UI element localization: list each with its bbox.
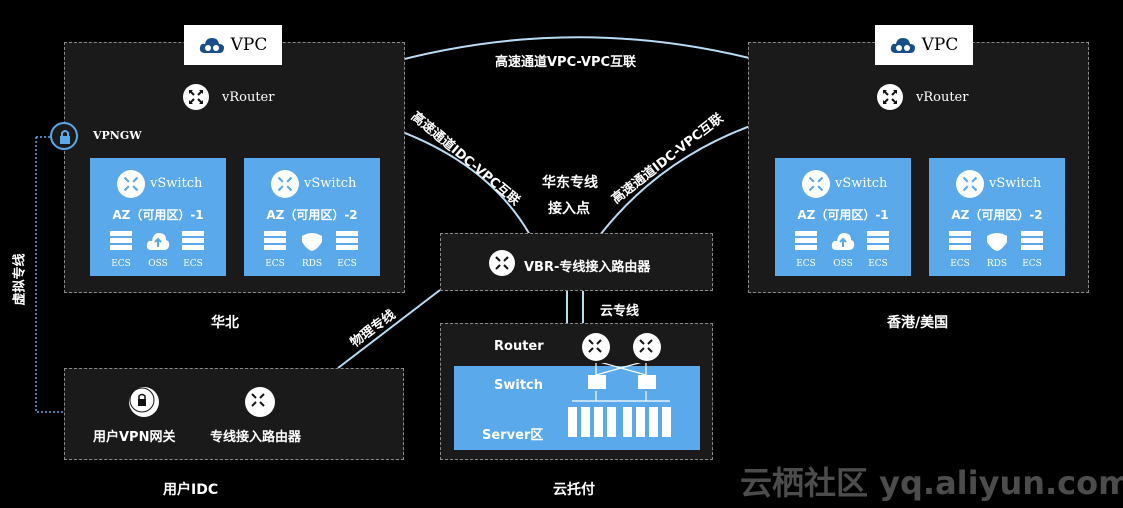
access-point-label-1: 华东专线 [542,175,598,191]
oss-cloud-icon [831,233,855,250]
router-icon [489,250,515,276]
router-icon [877,84,903,110]
vswitch-label: vSwitch [989,176,1042,191]
hosting-name: 云托付 [553,482,595,498]
idc-name: 用户IDC [163,482,219,498]
az-name: AZ（可用区）-2 [951,208,1043,222]
right-vrouter-label: vRouter [916,90,969,105]
rds-device: RDS [297,230,327,269]
az-name: AZ（可用区）-1 [797,208,889,222]
device-label: OSS [148,259,168,269]
right-az-1: vSwitch AZ（可用区）-1 ECS OSS ECS [775,158,911,276]
ecs-device: ECS [332,230,362,269]
router-icon [582,333,610,361]
vpn-gateway-icon [129,387,159,417]
idc-router-label: 专线接入路由器 [210,430,302,445]
server-icon [182,231,204,250]
watermark: 云栖社区 yq.aliyun.com [740,464,1123,502]
cloud-line-label: 云专线 [600,304,640,319]
server-icon [867,231,889,250]
left-vpc-tag: VPC [184,25,282,65]
ecs-device: ECS [178,230,208,269]
server-icon [795,231,817,250]
router-icon [633,333,661,361]
device-label: ECS [337,259,357,269]
router-icon [183,84,209,110]
ecs-device: ECS [106,230,136,269]
right-vpc-tag: VPC [875,25,973,65]
device-label: ECS [183,259,203,269]
vpc-tag-label: VPC [230,35,268,55]
right-region-name: 香港/美国 [887,315,949,331]
device-label: ECS [1022,259,1042,269]
ecs-device: ECS [863,230,893,269]
ecs-device: ECS [1017,230,1047,269]
vswitch-label: vSwitch [304,176,357,191]
vswitch-icon [956,170,984,198]
physical-line [337,289,441,369]
oss-device: OSS [143,230,173,269]
server-icon [336,231,358,250]
device-label: ECS [868,259,888,269]
cloud-icon [890,38,915,53]
database-icon [302,233,322,251]
idc-panel [64,368,404,460]
cloud-icon [199,38,224,53]
ecs-device: ECS [945,230,975,269]
server-icon [264,231,286,250]
left-az-2: vSwitch AZ（可用区）-2 ECS RDS ECS [244,158,380,276]
vpc-vpc-link-label: 高速通道VPC-VPC互联 [495,55,637,70]
database-icon [987,233,1007,251]
switch-server-diagram [568,363,671,437]
left-az-1: vSwitch AZ（可用区）-1 ECS OSS ECS [90,158,226,276]
device-label: ECS [265,259,285,269]
left-region-name: 华北 [211,315,239,331]
vbr-panel [440,233,713,291]
oss-cloud-icon [146,233,170,250]
ecs-device: ECS [260,230,290,269]
device-label: OSS [833,259,853,269]
right-az-2: vSwitch AZ（可用区）-2 ECS RDS ECS [929,158,1065,276]
vswitch-icon [271,170,299,198]
left-vrouter-label: vRouter [222,90,275,105]
vswitch-icon [802,170,830,198]
vswitch-icon [117,170,145,198]
vpngw-label: VPNGW [93,129,142,142]
vswitch-label: vSwitch [835,176,888,191]
device-label: RDS [986,259,1008,269]
server-icon [1021,231,1043,250]
access-point-label-2: 接入点 [548,201,590,217]
vpngw-lock-icon [50,122,78,150]
device-label: ECS [796,259,816,269]
server-zone-label: Server区 [482,428,544,443]
vpc-tag-label: VPC [921,35,959,55]
virtual-line-label: 虚拟专线 [12,253,28,306]
device-label: RDS [301,259,323,269]
vbr-label: VBR-专线接入路由器 [524,260,651,275]
server-icon [949,231,971,250]
hosting-router-label: Router [494,339,544,354]
az-name: AZ（可用区）-1 [112,208,204,222]
hosting-switch-label: Switch [494,378,544,393]
rds-device: RDS [982,230,1012,269]
vswitch-label: vSwitch [150,176,203,191]
server-icon [110,231,132,250]
vpn-gateway-label: 用户VPN网关 [93,430,176,445]
virtual-line [35,136,64,413]
oss-device: OSS [828,230,858,269]
ecs-device: ECS [791,230,821,269]
az-name: AZ（可用区）-2 [266,208,358,222]
device-label: ECS [950,259,970,269]
device-label: ECS [111,259,131,269]
router-icon [245,387,275,417]
